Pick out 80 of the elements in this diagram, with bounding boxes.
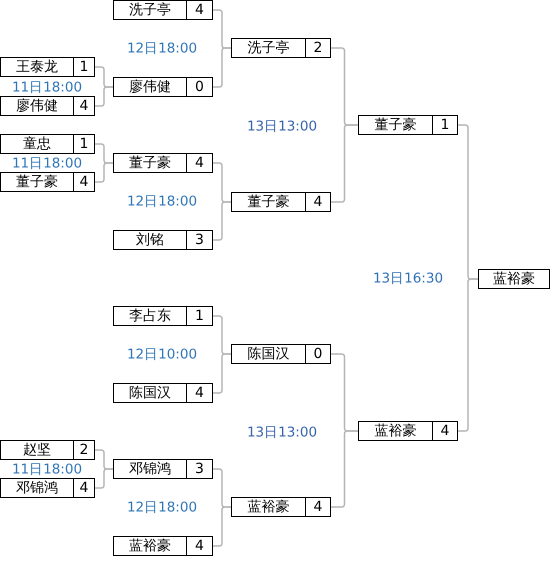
score: 4 — [195, 386, 204, 400]
bracket-line — [213, 201, 231, 241]
player-slot — [231, 497, 331, 517]
player-name: 洗子亭 — [129, 3, 171, 17]
score: 4 — [195, 3, 204, 17]
player-slot — [231, 344, 331, 364]
match-time: 11日18:00 — [12, 463, 82, 477]
bracket-line — [458, 278, 478, 432]
score: 4 — [80, 175, 88, 189]
player-name: 廖伟健 — [129, 80, 171, 94]
player-slot — [0, 134, 95, 154]
score: 4 — [440, 424, 450, 438]
player-name: 洗子亭 — [248, 41, 290, 55]
player-slot — [358, 115, 458, 135]
player-slot — [0, 96, 95, 116]
score: 1 — [195, 309, 204, 323]
player-name: 董子豪 — [374, 118, 416, 132]
match-time: 12日10:00 — [126, 348, 198, 362]
match-time: 13日16:30 — [372, 272, 444, 286]
score: 0 — [195, 80, 204, 94]
player-name: 刘铭 — [136, 233, 164, 247]
player-name: 邓锦鸿 — [129, 462, 171, 476]
score: 3 — [195, 462, 204, 476]
match-time: 13日13:00 — [246, 426, 318, 440]
bracket-line — [213, 47, 231, 88]
player-name: 王泰龙 — [16, 60, 58, 74]
score: 3 — [195, 233, 204, 247]
match-time: 11日18:00 — [12, 81, 82, 95]
player-slot — [113, 459, 213, 479]
player-name: 陈国汉 — [248, 347, 290, 361]
player-slot — [113, 153, 213, 173]
score: 1 — [80, 60, 88, 74]
player-slot — [113, 383, 213, 403]
score: 4 — [195, 156, 204, 170]
score: 4 — [314, 500, 322, 514]
player-slot — [113, 77, 213, 97]
player-name: 董子豪 — [129, 156, 171, 170]
player-slot — [113, 0, 213, 20]
score: 2 — [80, 443, 88, 457]
player-name: 赵坚 — [23, 443, 51, 457]
player-name: 廖伟健 — [16, 99, 58, 113]
score: 4 — [80, 99, 88, 113]
player-name: 邓锦鸿 — [16, 481, 58, 495]
score: 1 — [80, 137, 88, 151]
match-time: 12日18:00 — [126, 195, 198, 209]
player-name: 蓝裕豪 — [493, 272, 535, 286]
player-slot — [0, 172, 95, 192]
player-name: 蓝裕豪 — [129, 539, 171, 553]
player-name: 陈国汉 — [129, 386, 171, 400]
player-slot — [358, 421, 458, 441]
score: 4 — [80, 481, 88, 495]
match-time: 11日18:00 — [12, 157, 82, 171]
player-slot — [231, 192, 331, 212]
player-name: 董子豪 — [16, 175, 58, 189]
match-time: 12日18:00 — [126, 42, 198, 56]
player-name: 蓝裕豪 — [248, 500, 290, 514]
player-slot — [113, 306, 213, 326]
player-name: 蓝裕豪 — [374, 424, 416, 438]
bracket-line — [213, 353, 231, 394]
bracket-line — [95, 162, 113, 183]
player-name: 董子豪 — [248, 195, 290, 209]
match-time: 12日18:00 — [126, 501, 198, 515]
player-slot — [113, 230, 213, 250]
player-name: 李占东 — [129, 309, 171, 323]
score: 0 — [314, 347, 322, 361]
bracket-line — [213, 506, 231, 547]
player-name: 童忠 — [23, 137, 51, 151]
player-slot — [0, 57, 95, 77]
player-slot — [478, 269, 550, 289]
player-slot — [231, 38, 331, 58]
player-slot — [0, 478, 95, 498]
bracket-line — [95, 86, 113, 107]
score: 4 — [314, 195, 322, 209]
score: 4 — [195, 539, 204, 553]
player-slot — [113, 536, 213, 556]
bracket-line — [95, 468, 113, 489]
player-slot — [0, 440, 95, 460]
score: 1 — [440, 118, 450, 132]
score: 2 — [314, 41, 322, 55]
match-time: 13日13:00 — [246, 120, 318, 134]
